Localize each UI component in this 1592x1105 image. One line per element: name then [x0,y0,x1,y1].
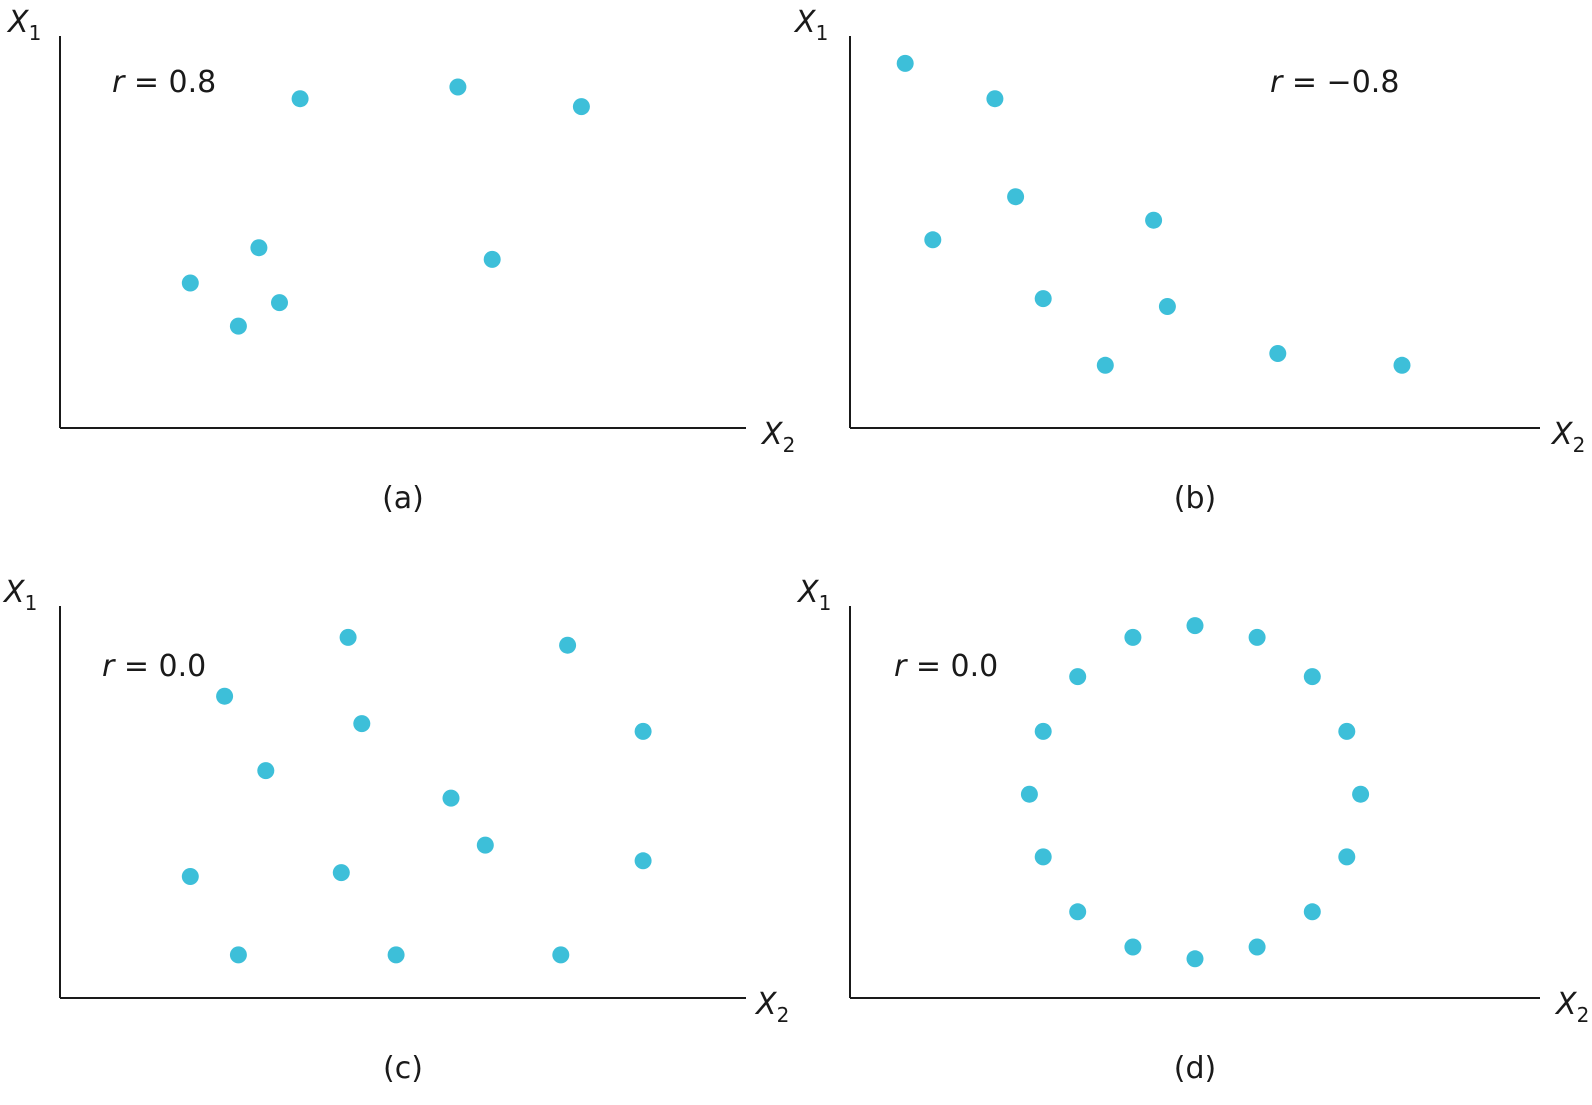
panel-caption-d: (d) [1174,1051,1216,1086]
data-point [250,239,268,257]
x-axis-label-main: X [1550,417,1574,452]
data-point [1034,290,1052,308]
data-point [634,722,652,740]
y-axis-label: X1 [6,5,41,45]
data-point [442,789,460,807]
data-point [1352,785,1370,803]
x-axis-label-main: X [760,417,784,452]
data-point [552,946,570,964]
data-point [559,636,577,654]
r-annotation: r = 0.8 [112,65,216,100]
y-axis-label-sub: 1 [816,21,829,45]
x-axis-label-main: X [1554,987,1578,1022]
data-point [1069,903,1087,921]
data-point [332,864,350,882]
r-annotation: r = 0.0 [894,649,998,684]
data-point [291,90,309,108]
x-axis-label-sub: 2 [1573,433,1586,457]
x-axis-label: X2 [760,417,795,457]
data-point [1020,785,1038,803]
panel-caption-c: (c) [383,1051,423,1086]
r-annotation: r = −0.8 [1270,65,1399,100]
y-axis-label: X1 [2,575,37,615]
x-axis-label-main: X [754,987,778,1022]
data-point [181,274,199,292]
data-point [229,317,247,335]
data-point [1338,722,1356,740]
r-symbol: r [1270,65,1284,100]
y-axis-label-main: X [796,575,820,610]
data-point [449,78,467,96]
data-point [1007,188,1025,206]
x-axis-label-sub: 2 [777,1003,790,1027]
data-point [1393,356,1411,374]
y-axis-label-sub: 1 [819,591,832,615]
y-axis-label-main: X [6,5,30,40]
x-axis-label: X2 [754,987,789,1027]
data-point [986,90,1004,108]
data-point [229,946,247,964]
r-value: = −0.8 [1282,65,1399,100]
data-point [1145,211,1163,229]
data-point [339,628,357,646]
data-point [1158,298,1176,315]
data-point [271,294,288,312]
data-point [1269,345,1287,362]
x-axis-label: X2 [1554,987,1589,1027]
r-symbol: r [102,649,116,684]
data-point [1069,668,1087,686]
data-point [1303,668,1321,686]
data-point [476,836,494,854]
data-point [353,715,371,733]
y-axis-label-main: X [2,575,26,610]
data-point [1186,950,1204,968]
y-axis-label: X1 [796,575,831,615]
data-point [1338,848,1356,866]
y-axis-label: X1 [793,5,828,45]
data-point [1248,628,1266,646]
data-point [216,687,234,705]
data-point [387,946,405,964]
data-point [1248,938,1266,956]
data-point [1303,903,1321,921]
data-point [1034,848,1052,866]
data-point [1096,356,1114,374]
data-point [1124,628,1142,646]
data-point [181,868,199,885]
x-axis-label-sub: 2 [783,433,796,457]
panel-caption-a: (a) [382,481,424,516]
r-symbol: r [112,65,126,100]
r-annotation: r = 0.0 [102,649,206,684]
data-point [257,762,275,780]
data-point [483,250,501,268]
data-point [1034,722,1052,740]
r-symbol: r [894,649,908,684]
data-point [1186,617,1204,635]
data-point [1124,938,1142,956]
y-axis-label-sub: 1 [29,21,42,45]
r-value: = 0.0 [114,649,206,684]
data-point [924,231,942,249]
r-value: = 0.0 [906,649,998,684]
y-axis-label-sub: 1 [25,591,38,615]
data-point [572,98,590,116]
x-axis-label-sub: 2 [1577,1003,1590,1027]
r-value: = 0.8 [124,65,216,100]
panel-caption-b: (b) [1174,481,1216,516]
x-axis-label: X2 [1550,417,1585,457]
y-axis-label-main: X [793,5,817,40]
data-point [896,54,914,72]
data-point [634,852,652,870]
